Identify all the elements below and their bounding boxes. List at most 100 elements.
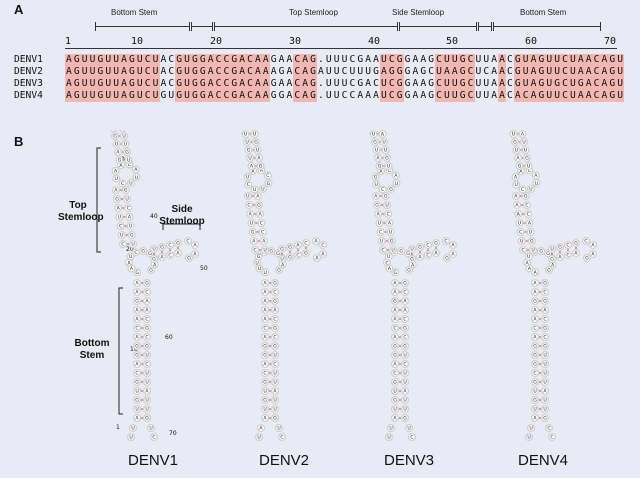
nucleotide-letter: A — [273, 308, 277, 314]
nucleotide: C — [168, 78, 175, 89]
nucleotide: C — [222, 54, 231, 66]
nucleotide-node — [390, 305, 400, 315]
nucleotide: C — [293, 54, 302, 66]
nucleotide-node — [149, 254, 159, 264]
nucleotide-letter: U — [535, 181, 538, 187]
nucleotide-letter: U — [520, 239, 523, 245]
nucleotide-node — [128, 423, 138, 433]
nucleotide-node — [126, 178, 136, 187]
nucleotide: A — [65, 78, 73, 90]
nucleotide-node — [511, 172, 520, 181]
nucleotide: C — [349, 78, 356, 89]
nucleotide-node — [285, 242, 295, 252]
nucleotide-letter: U — [407, 426, 410, 432]
nucleotide: G — [198, 78, 207, 90]
nucleotide-letter: G — [543, 326, 547, 332]
nucleotide-letter: A — [135, 416, 139, 422]
nucleotide-node — [400, 359, 410, 369]
nucleotide: U — [553, 90, 562, 102]
nucleotide-node — [142, 287, 152, 297]
nucleotide-node — [407, 254, 417, 264]
nucleotide-letter: U — [273, 353, 276, 359]
nucleotide-letter: U — [124, 142, 127, 148]
nucleotide-letter: C — [168, 243, 171, 249]
nucleotide-node — [109, 130, 118, 133]
nucleotide: U — [333, 54, 340, 65]
nucleotide-node — [126, 252, 135, 261]
nucleotide-letter: U — [145, 398, 148, 404]
nucleotide-node — [390, 314, 400, 324]
nucleotide-node — [400, 413, 410, 423]
nucleotide-node — [522, 200, 532, 210]
nucleotide: C — [341, 66, 348, 77]
nucleotide-letter: U — [531, 248, 534, 254]
nucleotide: C — [293, 90, 302, 102]
nucleotide: A — [584, 54, 593, 66]
secondary-structure-drawing: 1 10 20 30 40 50 60 70 AGUUGUUAGUCUACGUG… — [96, 130, 598, 442]
nucleotide-node — [274, 265, 284, 274]
nucleotide-letter: G — [393, 353, 397, 359]
nucleotide: C — [507, 66, 513, 77]
nucleotide-node — [530, 296, 540, 306]
nucleotide-letter: U — [403, 380, 406, 386]
nucleotide-letter: U — [512, 132, 515, 138]
nucleotide-node — [384, 161, 393, 171]
nucleotide-node — [113, 147, 123, 157]
nucleotide-node — [260, 341, 270, 351]
nucleotide-letter: C — [134, 250, 137, 256]
nucleotide: A — [576, 66, 585, 78]
nucleotide: C — [222, 78, 231, 90]
nucleotide-node — [571, 238, 581, 248]
nucleotide-node — [530, 350, 540, 360]
nucleotide-letter: G — [187, 256, 191, 262]
nucleotide-letter: U — [273, 398, 276, 404]
nucleotide: A — [65, 90, 73, 102]
nucleotide: U — [104, 90, 113, 102]
nucleotide-node — [390, 386, 400, 396]
nucleotide-node — [530, 395, 540, 405]
nucleotide-letter: G — [543, 344, 547, 350]
nucleotide-letter: U — [515, 148, 518, 154]
nucleotide-node — [386, 184, 396, 193]
nucleotide: U — [553, 66, 562, 78]
nucleotide-letter: U — [131, 426, 134, 432]
nucleotide-node — [277, 244, 287, 254]
nucleotide: A — [491, 54, 498, 65]
nucleotide-node — [415, 242, 425, 252]
nucleotide-letter: G — [118, 158, 122, 164]
position-marker: 20 — [126, 246, 134, 253]
nucleotide-node — [531, 171, 540, 180]
nucleotide-letter: A — [259, 426, 263, 432]
nucleotide-node — [516, 227, 525, 237]
nucleotide-letter: G — [393, 270, 397, 276]
nucleotide-letter: U — [120, 233, 123, 239]
nucleotide-node — [431, 248, 441, 258]
nucleotide-letter: U — [135, 175, 138, 181]
nucleotide: A — [261, 90, 270, 102]
nucleotide-node — [260, 350, 270, 360]
nucleotide-letter: C — [379, 230, 382, 236]
nucleotide-node — [270, 287, 280, 297]
nucleotide: U — [545, 54, 554, 66]
nucleotide-letter: A — [543, 389, 547, 395]
nucleotide-letter: U — [533, 407, 536, 413]
nucleotide-node — [318, 240, 328, 250]
nucleotide-letter: C — [533, 371, 536, 377]
nucleotide-letter: U — [543, 353, 546, 359]
nucleotide-letter: A — [393, 308, 397, 314]
nucleotide-letter: A — [514, 194, 518, 200]
nucleotide-letter: U — [375, 182, 378, 188]
nucleotide: U — [183, 54, 191, 66]
nucleotide-letter: U — [391, 248, 394, 254]
nucleotide: U — [88, 90, 97, 102]
nucleotide-node — [270, 296, 280, 306]
nucleotide-letter: G — [410, 257, 414, 263]
nucleotide-node — [118, 130, 127, 133]
nucleotide: C — [466, 90, 475, 102]
nucleotide: G — [576, 78, 585, 90]
nucleotide: G — [537, 78, 546, 90]
nucleotide-letter: A — [153, 262, 157, 268]
nucleotide: G — [191, 90, 199, 102]
nucleotide-letter: U — [543, 371, 546, 377]
